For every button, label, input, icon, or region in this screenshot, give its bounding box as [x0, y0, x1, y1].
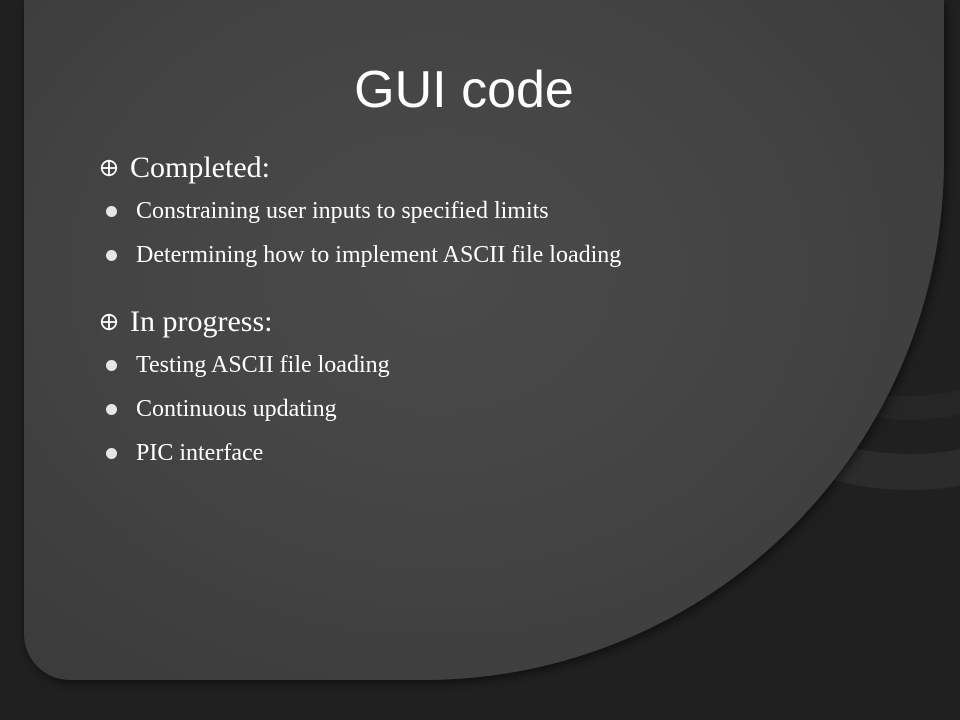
- filled-dot-bullet-icon: [106, 448, 117, 459]
- list-item-text: PIC interface: [136, 440, 264, 466]
- list-item-text: Continuous updating: [136, 396, 337, 422]
- list-item: Determining how to implement ASCII file …: [100, 240, 776, 270]
- section-heading-label: Completed:: [130, 151, 270, 184]
- spacer: [100, 284, 820, 300]
- section-heading-in-progress: In progress:: [100, 300, 820, 344]
- list-item: Testing ASCII file loading: [100, 350, 776, 380]
- circled-cross-bullet-icon: [100, 159, 118, 177]
- filled-dot-bullet-icon: [106, 360, 117, 371]
- list-item-text: Determining how to implement ASCII file …: [136, 242, 622, 268]
- filled-dot-bullet-icon: [106, 404, 117, 415]
- list-item: PIC interface: [100, 438, 776, 468]
- section-heading-label: In progress:: [130, 305, 273, 338]
- slide-title: GUI code: [354, 61, 574, 119]
- filled-dot-bullet-icon: [106, 250, 117, 261]
- filled-dot-bullet-icon: [106, 206, 117, 217]
- section-heading-completed: Completed:: [100, 146, 820, 190]
- bullet-list: Completed: Constraining user inputs to s…: [100, 146, 820, 482]
- list-item-text: Testing ASCII file loading: [136, 352, 390, 378]
- list-item: Continuous updating: [100, 394, 776, 424]
- list-item: Constraining user inputs to specified li…: [100, 196, 776, 226]
- circled-cross-bullet-icon: [100, 313, 118, 331]
- list-item-text: Constraining user inputs to specified li…: [136, 198, 549, 224]
- content-panel: GUI code Completed: Constraining user in…: [24, 0, 944, 680]
